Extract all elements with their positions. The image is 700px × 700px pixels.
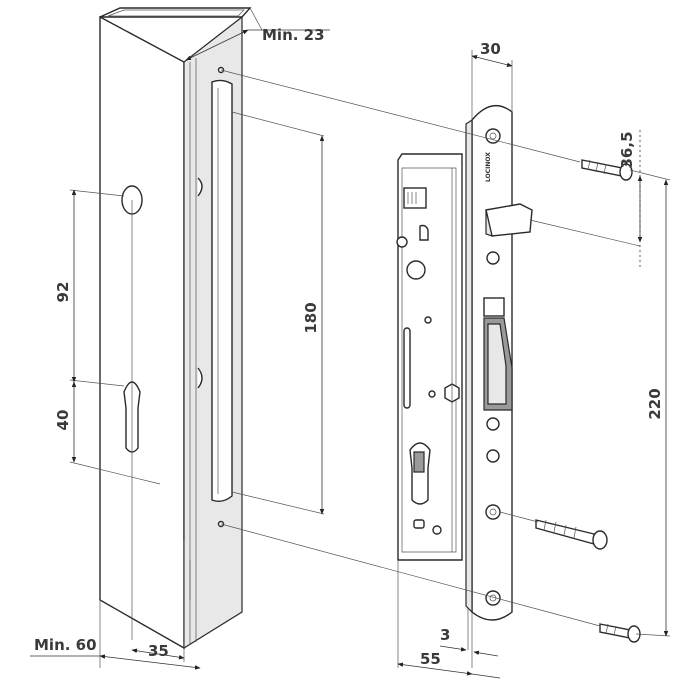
- label-36-5: 36,5: [618, 131, 636, 168]
- post-front-face: [99, 15, 185, 650]
- dimension-labels: Min. 23 30 36,5 180 92 40 220 Min. 60 35…: [34, 26, 664, 668]
- dimension-lines: [30, 29, 669, 679]
- label-3: 3: [440, 626, 450, 644]
- label-min-60: Min. 60: [34, 636, 97, 654]
- screw-top: [581, 159, 633, 181]
- label-35: 35: [148, 642, 169, 660]
- dim-line-3: [439, 645, 467, 652]
- label-92: 92: [54, 282, 72, 303]
- label-min-23: Min. 23: [262, 26, 325, 44]
- dim-line-min-23: [185, 29, 249, 61]
- faceplate: LOCINOX: [465, 104, 533, 621]
- label-180: 180: [302, 302, 320, 333]
- faceplate-hole-lower: [485, 504, 501, 520]
- leader-lines: [69, 7, 671, 668]
- faceplate-hole-top: [485, 128, 501, 144]
- label-40: 40: [54, 410, 72, 431]
- faceplate-edge: [465, 118, 473, 614]
- label-220: 220: [646, 388, 664, 419]
- screw-long: [535, 519, 608, 550]
- dim-line-35: [131, 648, 185, 660]
- lock-body: [396, 153, 463, 561]
- follower-hole: [406, 260, 426, 280]
- label-55: 55: [420, 650, 441, 668]
- label-30: 30: [480, 40, 501, 58]
- brand-label: LOCINOX: [485, 152, 492, 182]
- dim-line-55: [397, 662, 473, 676]
- screw-bottom: [599, 623, 641, 643]
- case-slot: [403, 327, 411, 409]
- post-slot: [211, 79, 233, 503]
- latch-bolt: [485, 203, 533, 237]
- lock-mechanism-top: [403, 187, 427, 209]
- dim-line-min-60: [99, 654, 201, 670]
- dim-line-30: [471, 55, 513, 67]
- deadbolt-top: [483, 297, 505, 317]
- gate-post: [99, 7, 252, 650]
- faceplate-hole-bottom: [485, 590, 501, 606]
